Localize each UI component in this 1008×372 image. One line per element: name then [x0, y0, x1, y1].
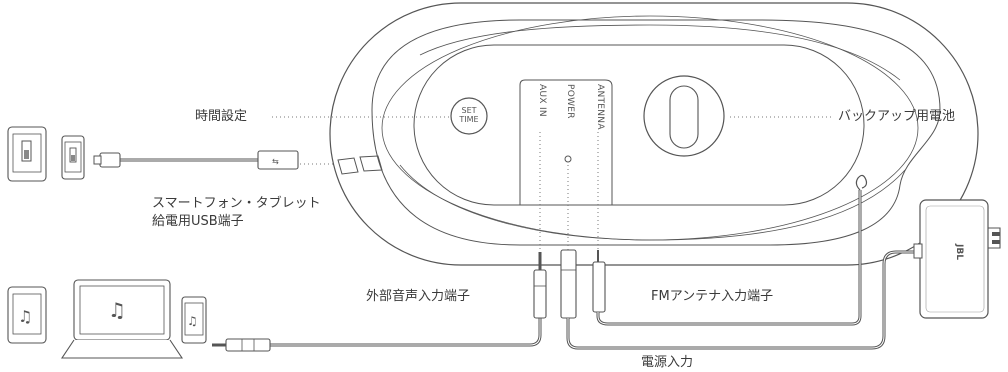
- aux-input-label: 外部音声入力端子: [366, 289, 471, 304]
- power-port-label: POWER: [565, 84, 575, 119]
- power-port[interactable]: [564, 155, 572, 163]
- fm-antenna-input-label: FMアンテナ入力端子: [651, 289, 774, 304]
- leader-lines: [272, 116, 832, 250]
- tablet-battery-icon: [7, 126, 47, 182]
- backup-battery-label: バックアップ用電池: [838, 109, 956, 124]
- speaker-body: [329, 2, 979, 266]
- phone-battery-icon: [61, 135, 85, 180]
- micro-usb-plug: [99, 152, 121, 168]
- aux-in-port-label: AUX IN: [537, 84, 547, 117]
- usb-ports: [337, 155, 383, 175]
- svg-text:⇆: ⇆: [272, 157, 279, 166]
- usb-charging-label-line1: スマートフォン・タブレット: [152, 196, 321, 211]
- set-time-label: 時間設定: [195, 109, 248, 124]
- power-cable: [560, 249, 918, 350]
- set-time-line2: TIME: [459, 115, 479, 124]
- antenna-port-label: ANTENNA: [595, 84, 605, 130]
- music-note-icon: ♫: [187, 314, 198, 328]
- music-note-icon: ♫: [108, 298, 126, 322]
- power-input-label: 電源入力: [641, 355, 694, 370]
- aux-cable: [212, 252, 547, 352]
- usb-charging-label-line2: 給電用USB端子: [152, 214, 244, 229]
- phone-music-device: ♫: [181, 296, 207, 344]
- antenna-cable: [592, 174, 868, 326]
- tablet-music-device: ♫: [7, 286, 47, 344]
- rear-recess: [413, 44, 865, 206]
- connector-panel: [519, 79, 613, 205]
- set-time-line1: SET: [461, 106, 477, 115]
- set-time-button-text: SET TIME: [452, 106, 486, 124]
- set-time-button[interactable]: [450, 97, 488, 135]
- usb-a-plug: [257, 150, 299, 170]
- laptop-music-device: ♫: [60, 279, 184, 359]
- music-note-icon: ♫: [18, 307, 32, 326]
- adapter-logo: JBL: [954, 244, 964, 260]
- battery-compartment: [643, 75, 725, 157]
- ac-adapter: [913, 199, 1001, 319]
- usb-cable: ⇆: [93, 150, 299, 170]
